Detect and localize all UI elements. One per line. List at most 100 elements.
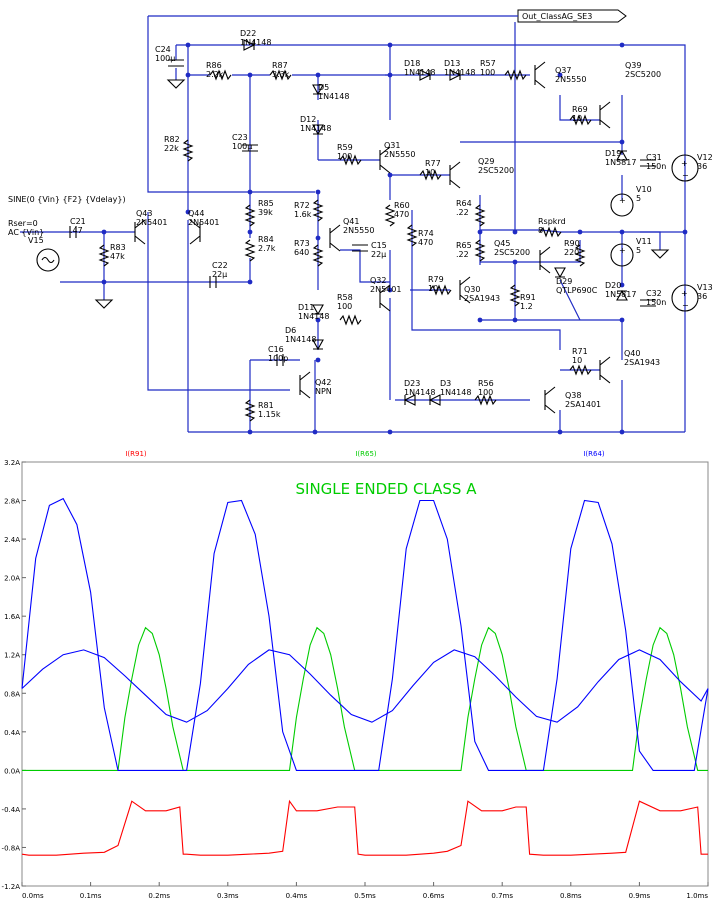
component-value-c21: .47: [70, 226, 83, 235]
component-value-q30: 2SA1943: [464, 294, 500, 303]
component-value-q44: 2N5401: [188, 218, 219, 227]
component-ref-r83: R83: [110, 243, 126, 252]
x-tick-label: 0.9ms: [629, 892, 651, 900]
component-ref-c24: C24: [155, 45, 171, 54]
plot-frame: [21, 461, 709, 887]
component-ref-q41: Q41: [343, 217, 359, 226]
y-tick-label: -0.4A: [2, 806, 21, 814]
series-lines: [21, 497, 709, 856]
component-ref-v15: V15: [28, 236, 44, 245]
component-value-r65: .22: [456, 250, 469, 259]
net-label-flag: Out_ClassAG_SE3: [517, 9, 627, 23]
component-value-r86: 2.2k: [206, 70, 224, 79]
y-tick-label: 2.4A: [4, 536, 20, 544]
component-value-c15: 22µ: [371, 250, 386, 259]
component-value-q39: 2SC5200: [625, 70, 661, 79]
series-line-1: [22, 626, 708, 771]
component-value-r57: 100: [480, 68, 495, 77]
net-label-text: Out_ClassAG_SE3: [522, 12, 592, 21]
component-ref-d23: D23: [404, 379, 420, 388]
component-value-c23: 100µ: [232, 142, 252, 151]
component-ref-c15: C15: [371, 241, 387, 250]
component-ref-r74: R74: [418, 229, 434, 238]
component-value-d18: 1N4148: [404, 68, 435, 77]
component-value-c32: 150n: [646, 298, 666, 307]
component-ref-r58: R58: [337, 293, 353, 302]
svg-text:+: +: [681, 289, 688, 298]
component-value-q41: 2N5550: [343, 226, 374, 235]
component-value-r58: 100: [337, 302, 352, 311]
x-tick-label: 0.1ms: [80, 892, 102, 900]
voltage-sources: +− +− + +: [36, 154, 699, 312]
component-value-r84: 2.7k: [258, 244, 276, 253]
component-ref-r86: R86: [206, 61, 222, 70]
component-value-c31: 150n: [646, 162, 666, 171]
component-value-q32: 2N5401: [370, 285, 401, 294]
component-labels: C24100µD221N4148R862.2kR873.3kD51N4148D1…: [28, 29, 713, 419]
y-axis-ticks: 3.2A2.8A2.4A2.0A1.6A1.2A0.8A0.4A0.0A-0.4…: [2, 459, 26, 891]
component-value-q43: 2N5401: [136, 218, 167, 227]
y-tick-label: 3.2A: [4, 459, 20, 467]
y-tick-label: 1.2A: [4, 652, 20, 660]
x-tick-label: 0.2ms: [148, 892, 170, 900]
component-value-d5: 1N4148: [318, 92, 349, 101]
component-value-d23: 1N4148: [404, 388, 435, 397]
component-ref-c23: C23: [232, 133, 248, 142]
legend: I(R91)I(R65)I(R64): [125, 450, 605, 458]
svg-text:+: +: [619, 196, 626, 205]
component-ref-q29: Q29: [478, 157, 494, 166]
component-ref-r65: R65: [456, 241, 472, 250]
component-value-v10: 5: [636, 194, 641, 203]
component-value-rspkrd: 8: [538, 226, 543, 235]
component-ref-q31: Q31: [384, 141, 400, 150]
series-line-2: [21, 497, 709, 771]
component-ref-r57: R57: [480, 59, 496, 68]
component-ref-q39: Q39: [625, 61, 641, 70]
component-value-d11: 1N4148: [298, 312, 329, 321]
component-ref-d12: D12: [300, 115, 316, 124]
component-ref-q30: Q30: [464, 285, 480, 294]
component-ref-d13: D13: [444, 59, 460, 68]
component-ref-r87: R87: [272, 61, 288, 70]
component-ref-c31: C31: [646, 153, 662, 162]
x-tick-label: 0.0ms: [22, 892, 44, 900]
component-value-r83: 47k: [110, 252, 125, 261]
component-ref-r72: R72: [294, 201, 310, 210]
component-ref-r60: R60: [394, 201, 410, 210]
legend-entry: I(R65): [355, 450, 377, 458]
component-ref-r81: R81: [258, 401, 274, 410]
component-ref-q40: Q40: [624, 349, 640, 358]
component-value-v11: 5: [636, 246, 641, 255]
component-ref-r84: R84: [258, 235, 274, 244]
component-value-d19: 1N5817: [605, 158, 636, 167]
component-value-r64: .22: [456, 208, 469, 217]
resistor-symbols: [98, 69, 592, 422]
component-ref-d22: D22: [240, 29, 256, 38]
component-value-r81: 1.15k: [258, 410, 281, 419]
component-value-c16: 100p: [268, 354, 288, 363]
component-value-q29: 2SC5200: [478, 166, 514, 175]
y-tick-label: 0.8A: [4, 690, 20, 698]
y-tick-label: 2.0A: [4, 575, 20, 583]
component-value-r69: 10: [572, 114, 582, 123]
x-tick-label: 0.3ms: [217, 892, 239, 900]
component-ref-v10: V10: [636, 185, 652, 194]
component-ref-q44: Q44: [188, 209, 204, 218]
y-tick-label: -0.8A: [2, 844, 21, 852]
component-value-r91: 1.2: [520, 302, 533, 311]
component-ref-d18: D18: [404, 59, 420, 68]
chart-title: SINGLE ENDED CLASS A: [296, 480, 478, 498]
y-tick-label: -1.2A: [2, 883, 21, 891]
svg-text:+: +: [619, 246, 626, 255]
x-tick-label: 0.6ms: [423, 892, 445, 900]
component-ref-r79: R79: [428, 275, 444, 284]
component-ref-r91: R91: [520, 293, 536, 302]
component-ref-c16: C16: [268, 345, 284, 354]
x-tick-label: 0.5ms: [354, 892, 376, 900]
svg-text:−: −: [682, 301, 689, 310]
component-value-r72: 1.6k: [294, 210, 312, 219]
component-ref-r71: R71: [572, 347, 588, 356]
component-value-r74: 470: [418, 238, 433, 247]
